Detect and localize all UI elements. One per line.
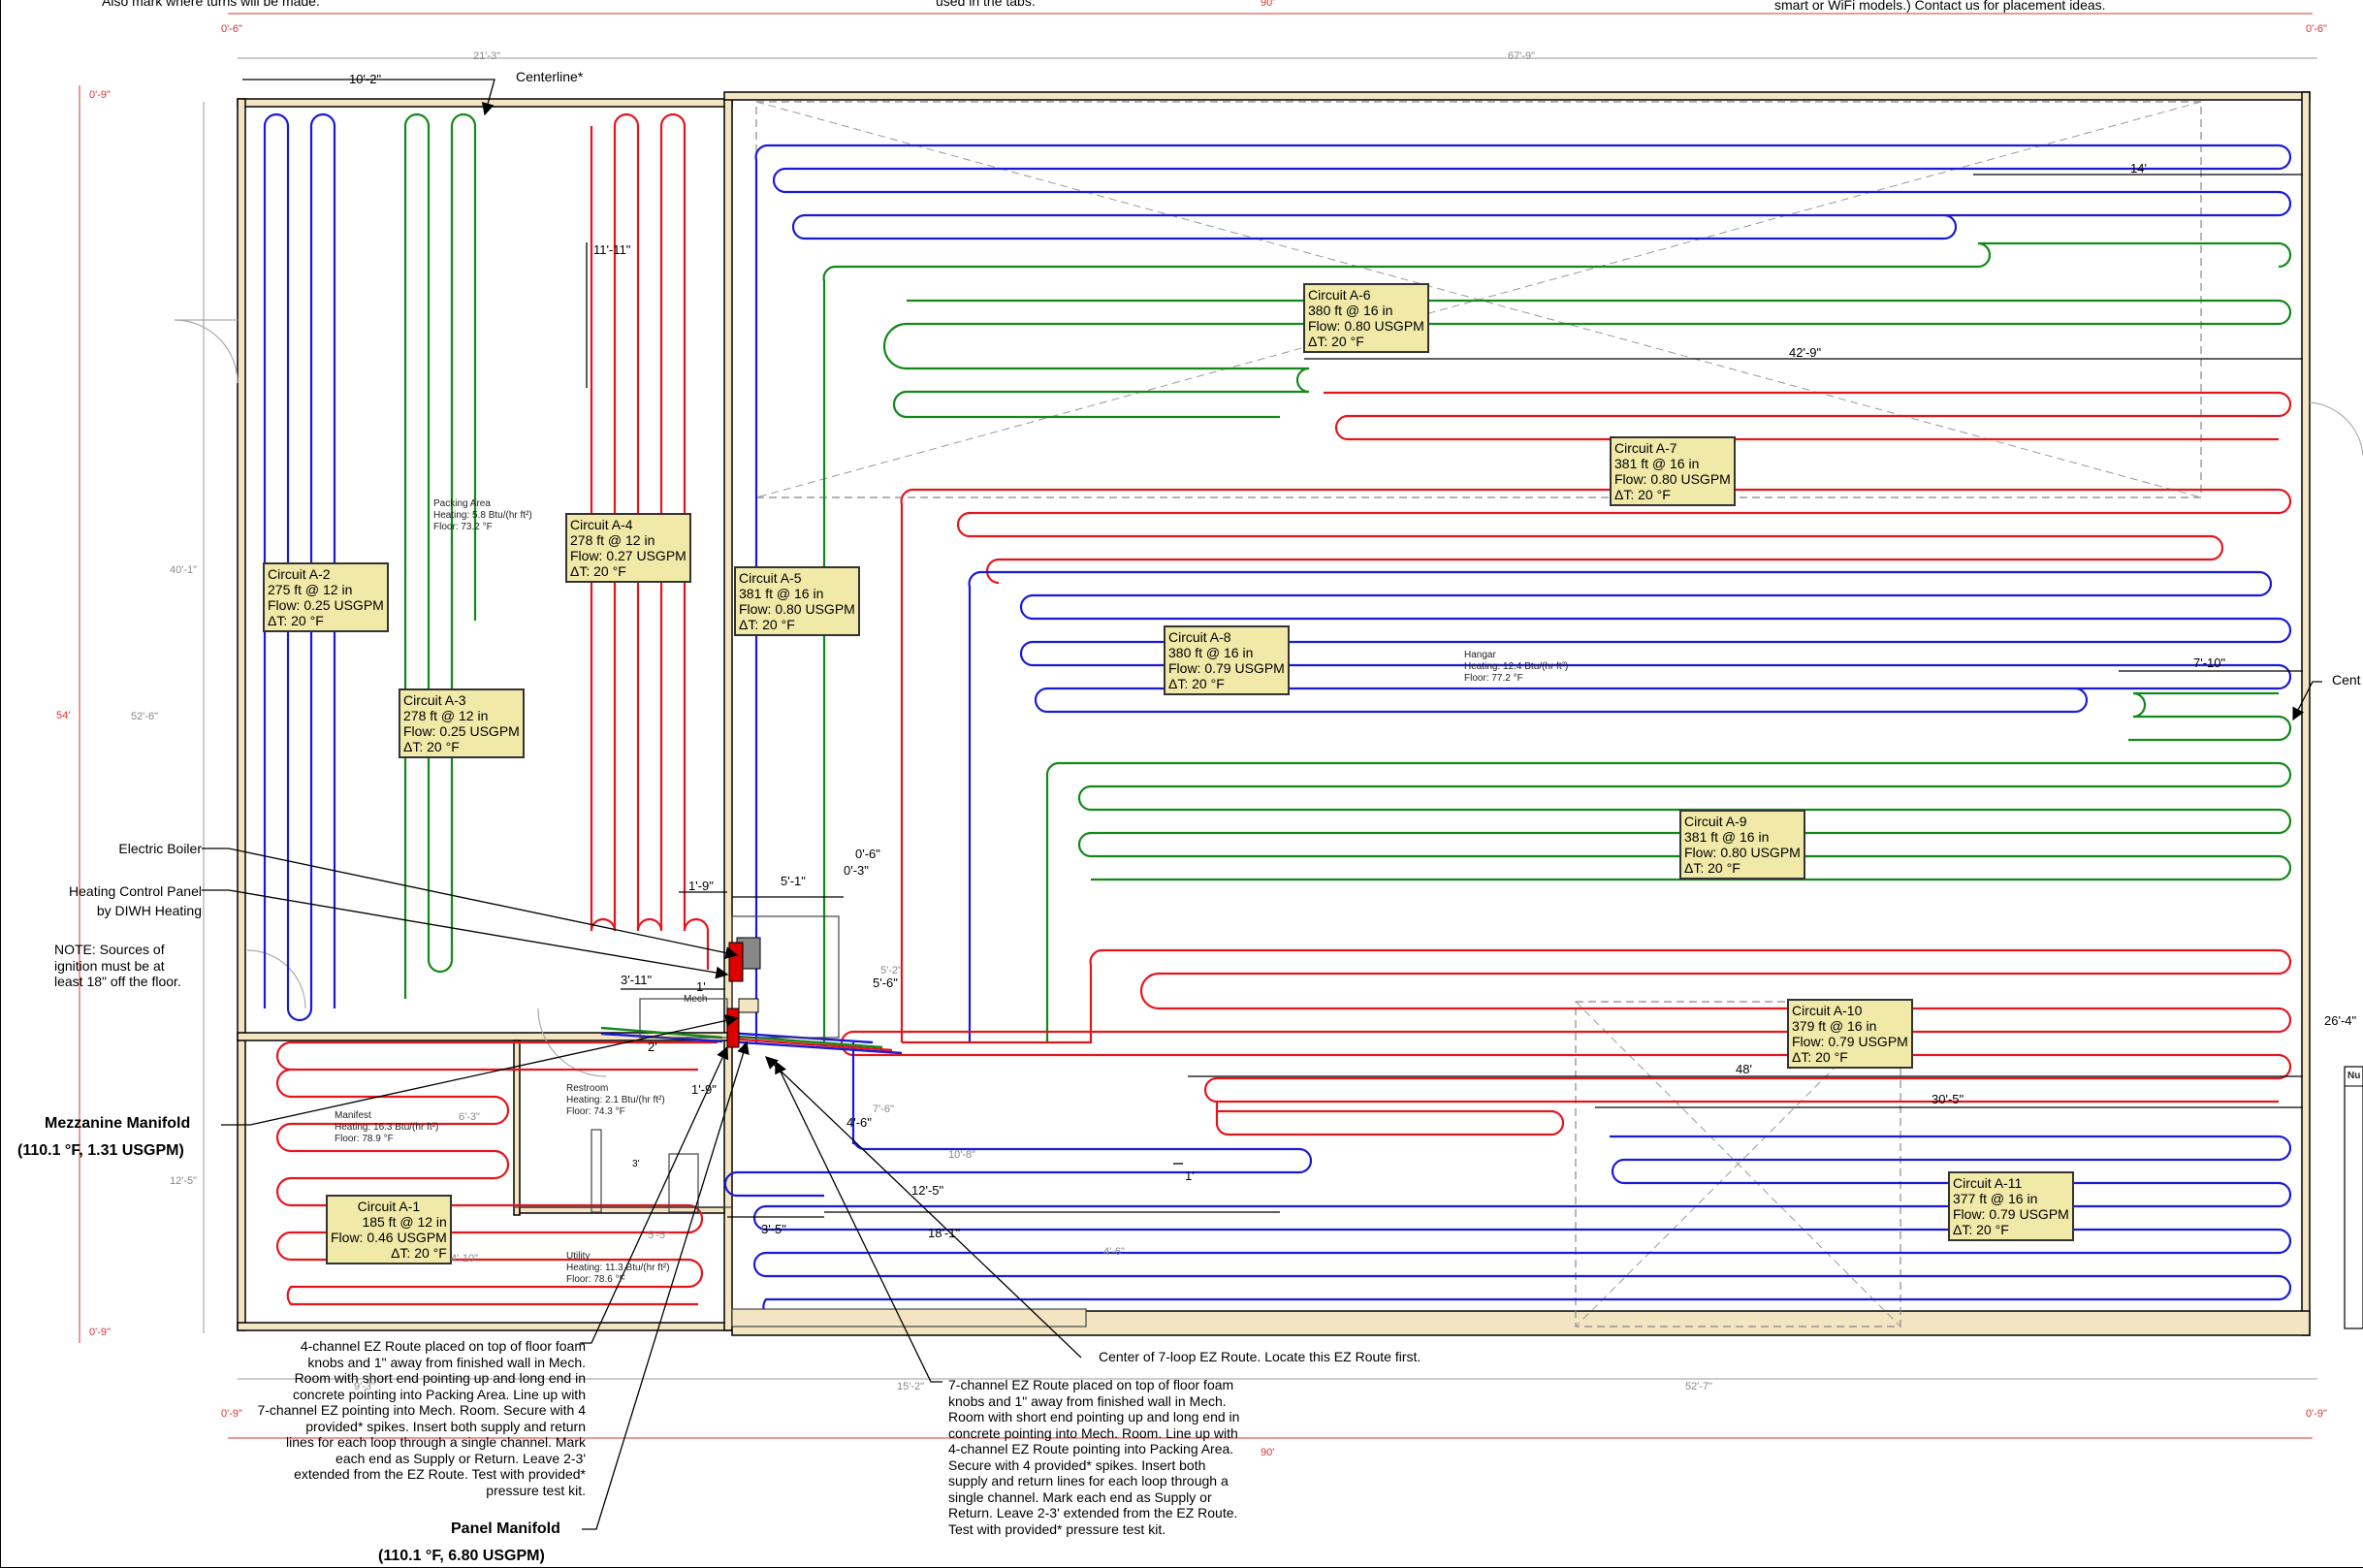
circuit-a3-tubing xyxy=(403,112,477,999)
dim-gray-7-6: 7'-6" xyxy=(873,1104,894,1115)
centerline-label: Centerline* xyxy=(516,69,584,84)
mezzanine-manifold-graphic xyxy=(738,998,759,1013)
dim-48: 48' xyxy=(1736,1062,1752,1076)
electric-boiler-label: Electric Boiler xyxy=(118,841,202,856)
panel-manifold-graphic xyxy=(726,1008,740,1048)
dim-1: 1' xyxy=(696,979,706,994)
ez-route-4-note: 4-channel EZ Route placed on top of floo… xyxy=(257,1338,586,1498)
dim-1-9-a: 1'-9" xyxy=(688,879,714,893)
dim-gray-5-2: 5'-2" xyxy=(880,965,902,976)
dim-26-4: 26'-4" xyxy=(2324,1013,2357,1028)
dim-red-0-9-a: 0'-9" xyxy=(89,89,111,101)
circuit-a4-tubing xyxy=(590,112,710,970)
top-note-right: smart or WiFi models.) Contact us for pl… xyxy=(1774,0,2106,13)
dim-gray-5-5: 5'-5" xyxy=(648,1230,669,1241)
dim-0-3: 0'-3" xyxy=(844,863,869,878)
dim-10-2: 10'-2" xyxy=(349,72,382,86)
dim-1-9-b: 1'-9" xyxy=(691,1082,717,1097)
dim-red-0-9-c: 0'-9" xyxy=(2306,1408,2327,1420)
circuit-a5-tubing xyxy=(754,144,2292,1042)
dim-0-6: 0'-6" xyxy=(855,847,880,861)
dim-gray-52-7: 52'-7" xyxy=(1685,1381,1713,1392)
control-panel-graphic xyxy=(728,942,744,982)
dim-red-0-6: 0'-6" xyxy=(221,23,242,35)
legend-table-header: Nu xyxy=(2347,1071,2361,1081)
dim-red-0-9-d: 0'-9" xyxy=(221,1408,242,1420)
mezzanine-manifold-title: Mezzanine Manifold xyxy=(45,1115,191,1132)
dim-red-90-b: 90' xyxy=(1261,1447,1275,1458)
dim-gray-12-5: 12'-5" xyxy=(170,1175,198,1187)
centerline-right-label: Cent xyxy=(2332,672,2361,688)
dim-3-5: 3'-5" xyxy=(761,1222,786,1236)
dim-7-10: 7'-10" xyxy=(2193,656,2226,670)
control-panel-label-2: by DIWH Heating xyxy=(96,903,202,918)
dim-gray-10-8: 10'-8" xyxy=(948,1149,976,1161)
ez-route-7-note: 7-channel EZ Route placed on top of floo… xyxy=(948,1377,1240,1537)
dim-red-90: 90' xyxy=(1261,0,1275,9)
dim-12-5: 12'-5" xyxy=(911,1183,944,1198)
dim-30-5: 30'-5" xyxy=(1932,1092,1964,1106)
dim-1-b: 1' xyxy=(1185,1168,1195,1183)
dim-gray-6-3: 6'-3" xyxy=(459,1111,480,1123)
dim-2: 2' xyxy=(648,1040,657,1054)
dim-3-11: 3'-11" xyxy=(621,973,653,987)
dim-gray-4-6: 4'-6" xyxy=(1103,1246,1125,1258)
dim-red-54: 54' xyxy=(56,710,71,721)
panel-manifold-spec: (110.1 °F, 6.80 USGPM) xyxy=(378,1548,545,1564)
dim-gray-67-9: 67'-9" xyxy=(1508,50,1536,62)
circuit-a10-tubing xyxy=(840,948,2292,1136)
dim-3: 3' xyxy=(632,1159,640,1169)
dim-11-11: 11'-11" xyxy=(593,242,631,257)
panel-manifold-title: Panel Manifold xyxy=(451,1520,560,1537)
dim-gray-21-3: 21'-3" xyxy=(473,50,501,62)
dim-5-1: 5'-1" xyxy=(781,874,806,888)
top-note-left: Also mark where turns will be made. xyxy=(102,0,320,9)
dim-gray-15-2: 15'-2" xyxy=(897,1381,925,1392)
dim-5-6: 5'-6" xyxy=(873,976,898,990)
circuit-a7-tubing xyxy=(900,391,2292,1042)
dim-gray-40-1: 40'-1" xyxy=(170,564,198,576)
circuit-a2-tubing xyxy=(263,112,336,1022)
center-7loop-label: Center of 7-loop EZ Route. Locate this E… xyxy=(1099,1349,1421,1364)
control-panel-label-1: Heating Control Panel xyxy=(69,883,202,899)
dim-gray-4-10: 4'-10" xyxy=(451,1253,479,1264)
dim-gray-52-6: 52'-6" xyxy=(131,711,159,722)
legend-table-stub xyxy=(2344,1066,2363,1329)
dim-red-0-9-b: 0'-9" xyxy=(89,1327,111,1338)
top-note-middle: used in the tabs. xyxy=(936,0,1036,9)
room-label-mech: Mech xyxy=(684,994,708,1005)
circuit-a9-tubing xyxy=(1045,691,2292,1042)
dim-red-0-6-b: 0'-6" xyxy=(2306,23,2327,35)
circuit-a11-tubing xyxy=(723,1042,2292,1315)
ignition-note: NOTE: Sources of ignition must be at lea… xyxy=(54,942,181,989)
circuit-a6-tubing xyxy=(822,241,2292,1042)
dim-4-6: 4'-6" xyxy=(846,1115,872,1130)
dim-18-1: 18'-1" xyxy=(928,1226,961,1240)
dashed-area-bottom xyxy=(1575,1001,1901,1328)
circuit-a1-tubing xyxy=(275,1040,718,1306)
mezzanine-manifold-spec: (110.1 °F, 1.31 USGPM) xyxy=(17,1142,184,1159)
dim-gray-9-3: 9'-3" xyxy=(354,1381,375,1392)
dim-42-9: 42'-9" xyxy=(1789,345,1822,360)
dim-14: 14' xyxy=(2130,161,2147,176)
circuit-a8-tubing xyxy=(968,570,2292,1042)
